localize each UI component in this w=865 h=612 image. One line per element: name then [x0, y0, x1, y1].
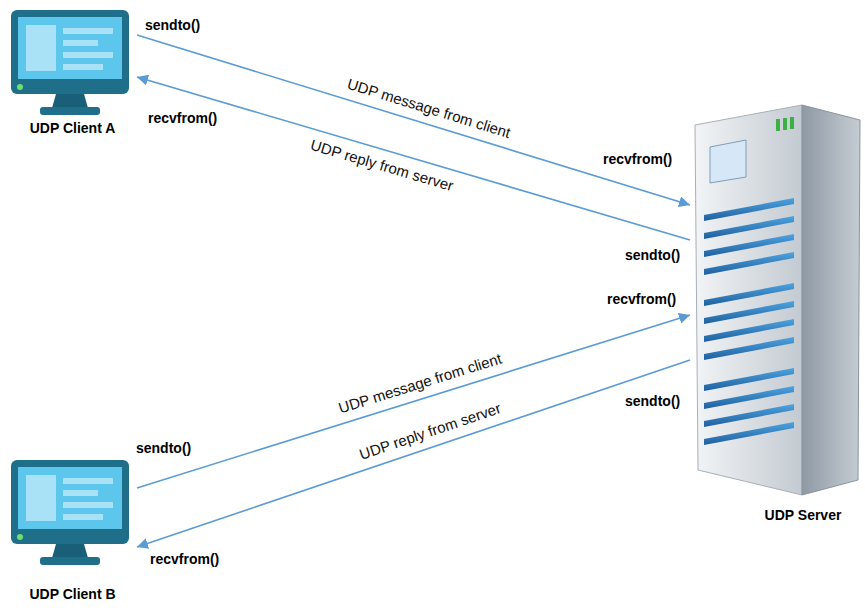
function-label: sendto(): [145, 17, 200, 34]
edge-label: UDP reply from server: [358, 399, 504, 463]
edge-label: UDP reply from server: [308, 136, 455, 194]
function-label: recvfrom(): [150, 551, 219, 568]
function-label: recvfrom(): [603, 151, 672, 168]
node-label: UDP Client A: [8, 120, 137, 137]
function-label: sendto(): [136, 440, 191, 457]
monitor-icon: [8, 458, 133, 570]
edge-label: UDP message from client: [346, 75, 513, 141]
server-node: UDP Server: [690, 85, 865, 526]
connector: [137, 35, 690, 205]
monitor-icon: [8, 8, 133, 120]
function-label: recvfrom(): [607, 291, 676, 308]
server-icon: [690, 85, 865, 505]
function-label: sendto(): [625, 393, 680, 410]
node-label: UDP Server: [740, 507, 865, 524]
connector: [137, 315, 690, 488]
function-label: recvfrom(): [148, 110, 217, 127]
function-label: sendto(): [625, 247, 680, 264]
client-node: UDP Client A: [8, 8, 137, 139]
node-label: UDP Client B: [8, 586, 137, 603]
client-node: UDP Client B: [8, 458, 137, 605]
